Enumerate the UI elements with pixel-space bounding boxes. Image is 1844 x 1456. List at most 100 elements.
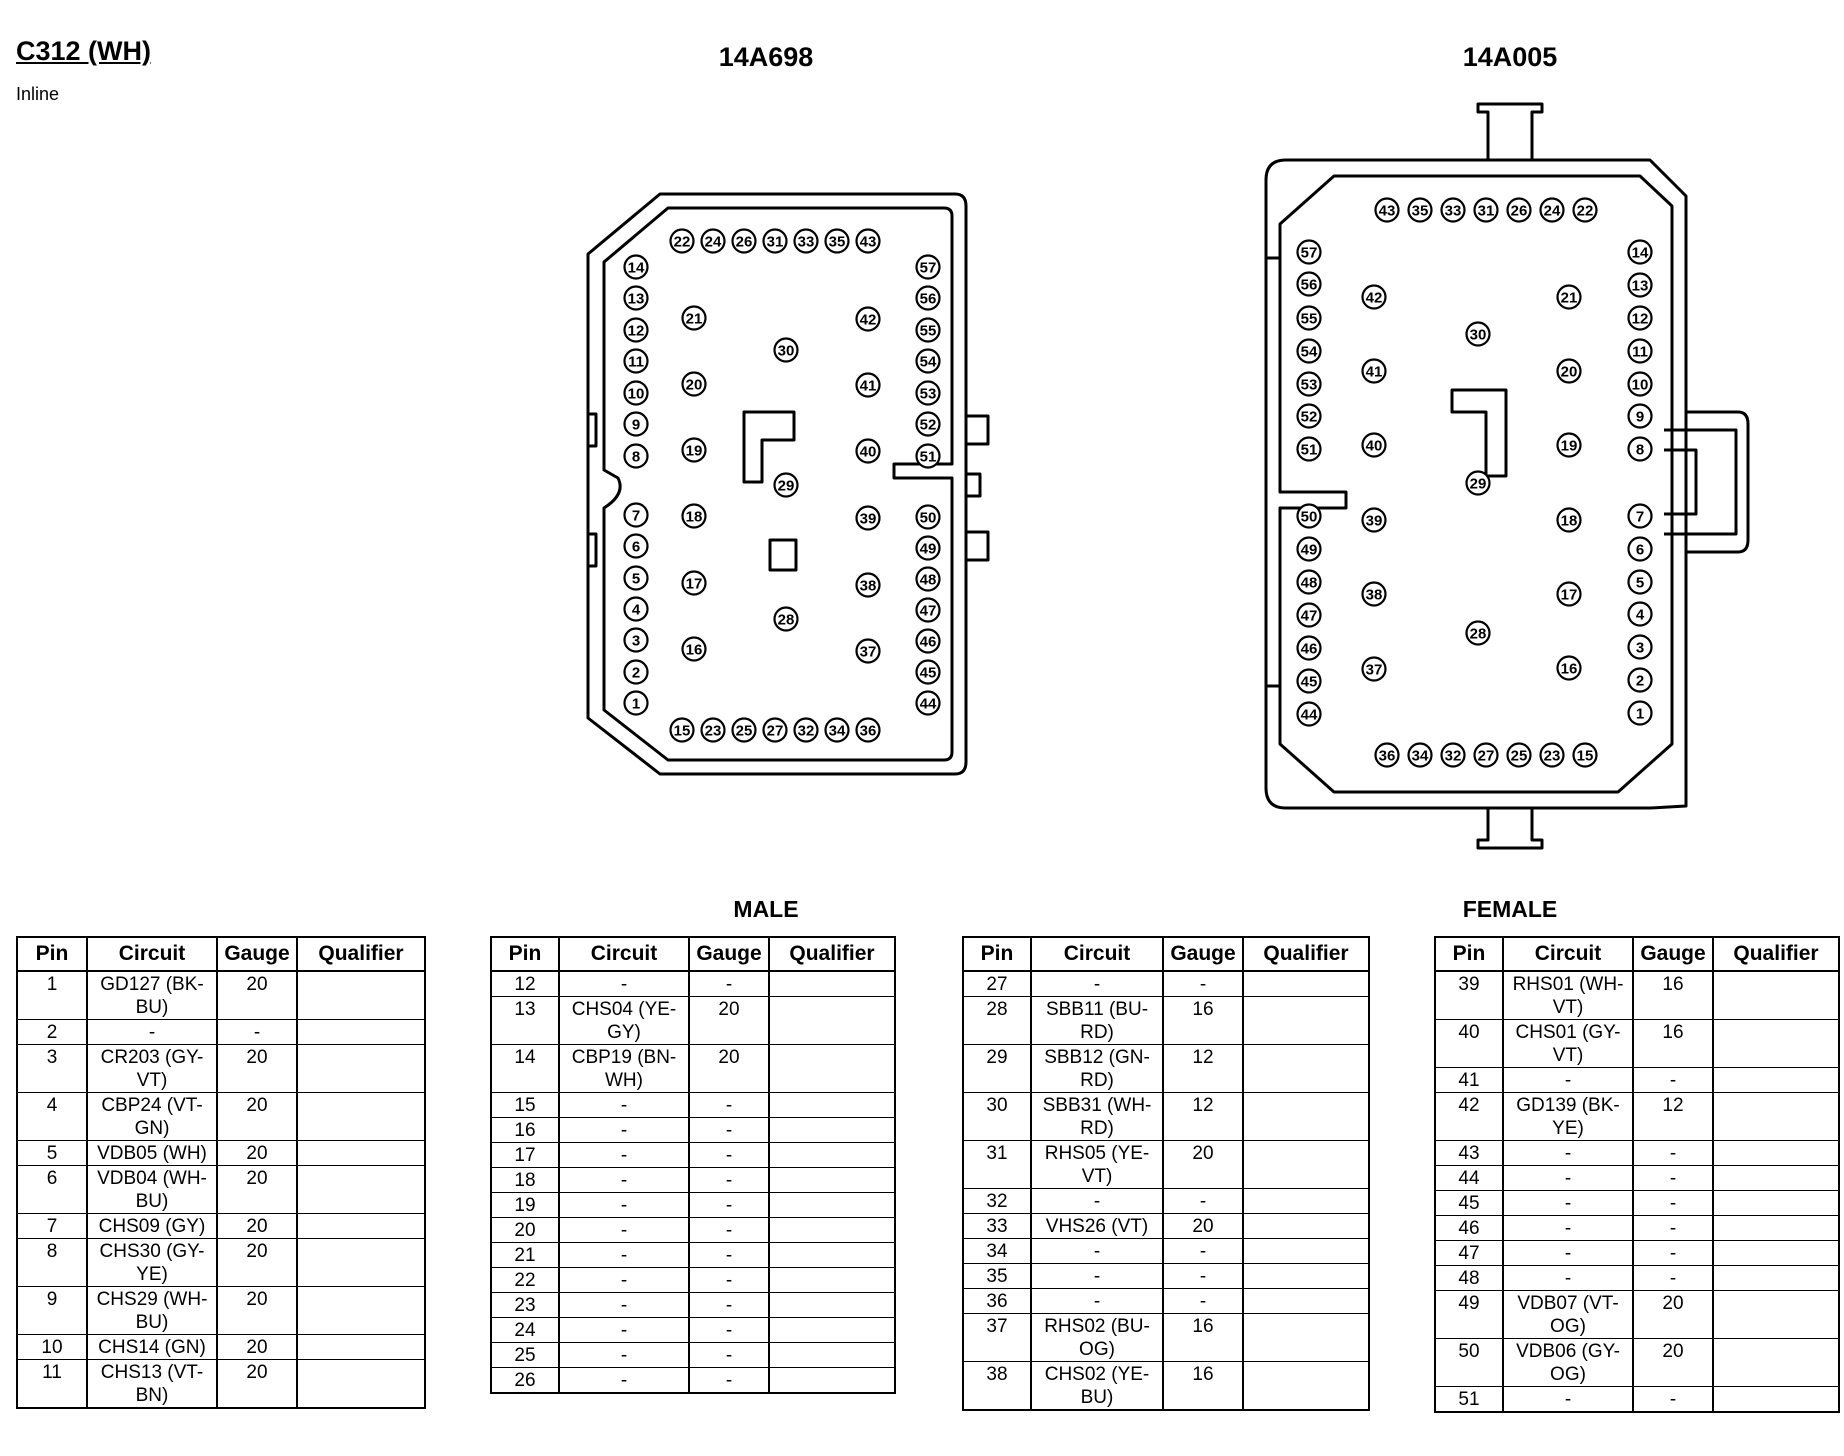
circuit-cell: CHS01 (GY-VT) — [1502, 1019, 1634, 1068]
qualifier-header: Qualifier — [1712, 936, 1840, 972]
qualifier-cell — [296, 1359, 426, 1409]
gauge-cell: - — [688, 1142, 770, 1168]
qualifier-cell — [1242, 1288, 1370, 1314]
circuit-cell: RHS02 (BU-OG) — [1030, 1313, 1164, 1362]
gauge-cell: 20 — [688, 1044, 770, 1093]
pin-cell: 27 — [962, 970, 1032, 997]
circuit-cell: CHS02 (YE-BU) — [1030, 1361, 1164, 1411]
pin-cell: 43 — [1434, 1140, 1504, 1166]
gauge-cell: 16 — [1162, 996, 1244, 1045]
gauge-cell: - — [1632, 1386, 1714, 1413]
gauge-cell: 16 — [1162, 1361, 1244, 1411]
circuit-cell: - — [558, 1342, 690, 1368]
qualifier-cell — [296, 970, 426, 1020]
qualifier-cell — [296, 1165, 426, 1214]
gauge-cell: 20 — [1162, 1213, 1244, 1239]
pin-cell: 33 — [962, 1213, 1032, 1239]
gauge-cell: - — [1162, 1238, 1244, 1264]
gauge-cell: - — [688, 1367, 770, 1394]
qualifier-cell — [768, 1342, 896, 1368]
pin-cell: 4 — [16, 1092, 88, 1141]
qualifier-cell — [768, 1044, 896, 1093]
table-row: 48-- — [1434, 1265, 1840, 1291]
connector-subtitle: Inline — [16, 84, 60, 104]
qualifier-header: Qualifier — [768, 936, 896, 972]
gauge-cell: - — [688, 1242, 770, 1268]
gauge-cell: - — [1632, 1265, 1714, 1291]
circuit-header: Circuit — [86, 936, 218, 972]
gauge-cell: - — [688, 1267, 770, 1293]
table-row: 16-- — [490, 1117, 896, 1143]
gauge-cell: 20 — [1632, 1338, 1714, 1387]
pin-cell: 45 — [1434, 1190, 1504, 1216]
qualifier-cell — [1712, 1215, 1840, 1241]
pin-cell: 22 — [490, 1267, 560, 1293]
qualifier-cell — [1242, 1313, 1370, 1362]
qualifier-cell — [296, 1238, 426, 1287]
gauge-cell: 16 — [1632, 970, 1714, 1020]
circuit-cell: - — [1502, 1240, 1634, 1266]
pin-cell: 8 — [16, 1238, 88, 1287]
gauge-cell: - — [1162, 1188, 1244, 1214]
circuit-cell: VDB04 (WH-BU) — [86, 1165, 218, 1214]
qualifier-cell — [768, 1242, 896, 1268]
table-row: 26-- — [490, 1367, 896, 1394]
pin-cell: 15 — [490, 1092, 560, 1118]
gauge-cell: - — [1162, 1288, 1244, 1314]
gauge-header: Gauge — [1632, 936, 1714, 972]
circuit-cell: CBP19 (BN-WH) — [558, 1044, 690, 1093]
male-part-number: 14A698 — [718, 42, 814, 72]
qualifier-cell — [296, 1213, 426, 1239]
table-row: 36-- — [962, 1288, 1370, 1314]
qualifier-cell — [296, 1092, 426, 1141]
gauge-cell: - — [1632, 1190, 1714, 1216]
pin-cell: 31 — [962, 1140, 1032, 1189]
pin-cell: 1 — [16, 970, 88, 1020]
pin-cell: 18 — [490, 1167, 560, 1193]
gauge-cell: 12 — [1162, 1092, 1244, 1141]
male-connector-housing — [586, 192, 990, 776]
table-row: 34-- — [962, 1238, 1370, 1264]
gauge-cell: - — [688, 1092, 770, 1118]
circuit-cell: SBB11 (BU-RD) — [1030, 996, 1164, 1045]
qualifier-cell — [1242, 996, 1370, 1045]
gauge-cell: 20 — [216, 1334, 298, 1360]
qualifier-cell — [1712, 1140, 1840, 1166]
connector-title: C312 (WH) — [16, 36, 152, 66]
table-row: 23-- — [490, 1292, 896, 1318]
qualifier-cell — [1712, 1290, 1840, 1339]
qualifier-cell — [1242, 1361, 1370, 1411]
circuit-cell: - — [558, 1142, 690, 1168]
qualifier-cell — [768, 1092, 896, 1118]
gauge-cell: - — [688, 1217, 770, 1243]
table-row: 35-- — [962, 1263, 1370, 1289]
qualifier-cell — [768, 996, 896, 1045]
gauge-cell: 16 — [1162, 1313, 1244, 1362]
gauge-cell: 20 — [216, 1044, 298, 1093]
circuit-cell: - — [558, 1367, 690, 1394]
qualifier-cell — [296, 1044, 426, 1093]
pin-cell: 16 — [490, 1117, 560, 1143]
gauge-cell: 20 — [216, 1238, 298, 1287]
gauge-cell: 20 — [688, 996, 770, 1045]
gauge-cell: 20 — [216, 1092, 298, 1141]
qualifier-cell — [1712, 970, 1840, 1020]
qualifier-header: Qualifier — [296, 936, 426, 972]
qualifier-cell — [1242, 1140, 1370, 1189]
table-row: 24-- — [490, 1317, 896, 1343]
gauge-cell: 20 — [216, 970, 298, 1020]
gauge-cell: 16 — [1632, 1019, 1714, 1068]
pin-cell: 34 — [962, 1238, 1032, 1264]
qualifier-cell — [768, 1217, 896, 1243]
circuit-cell: - — [558, 1317, 690, 1343]
table-row: 22-- — [490, 1267, 896, 1293]
